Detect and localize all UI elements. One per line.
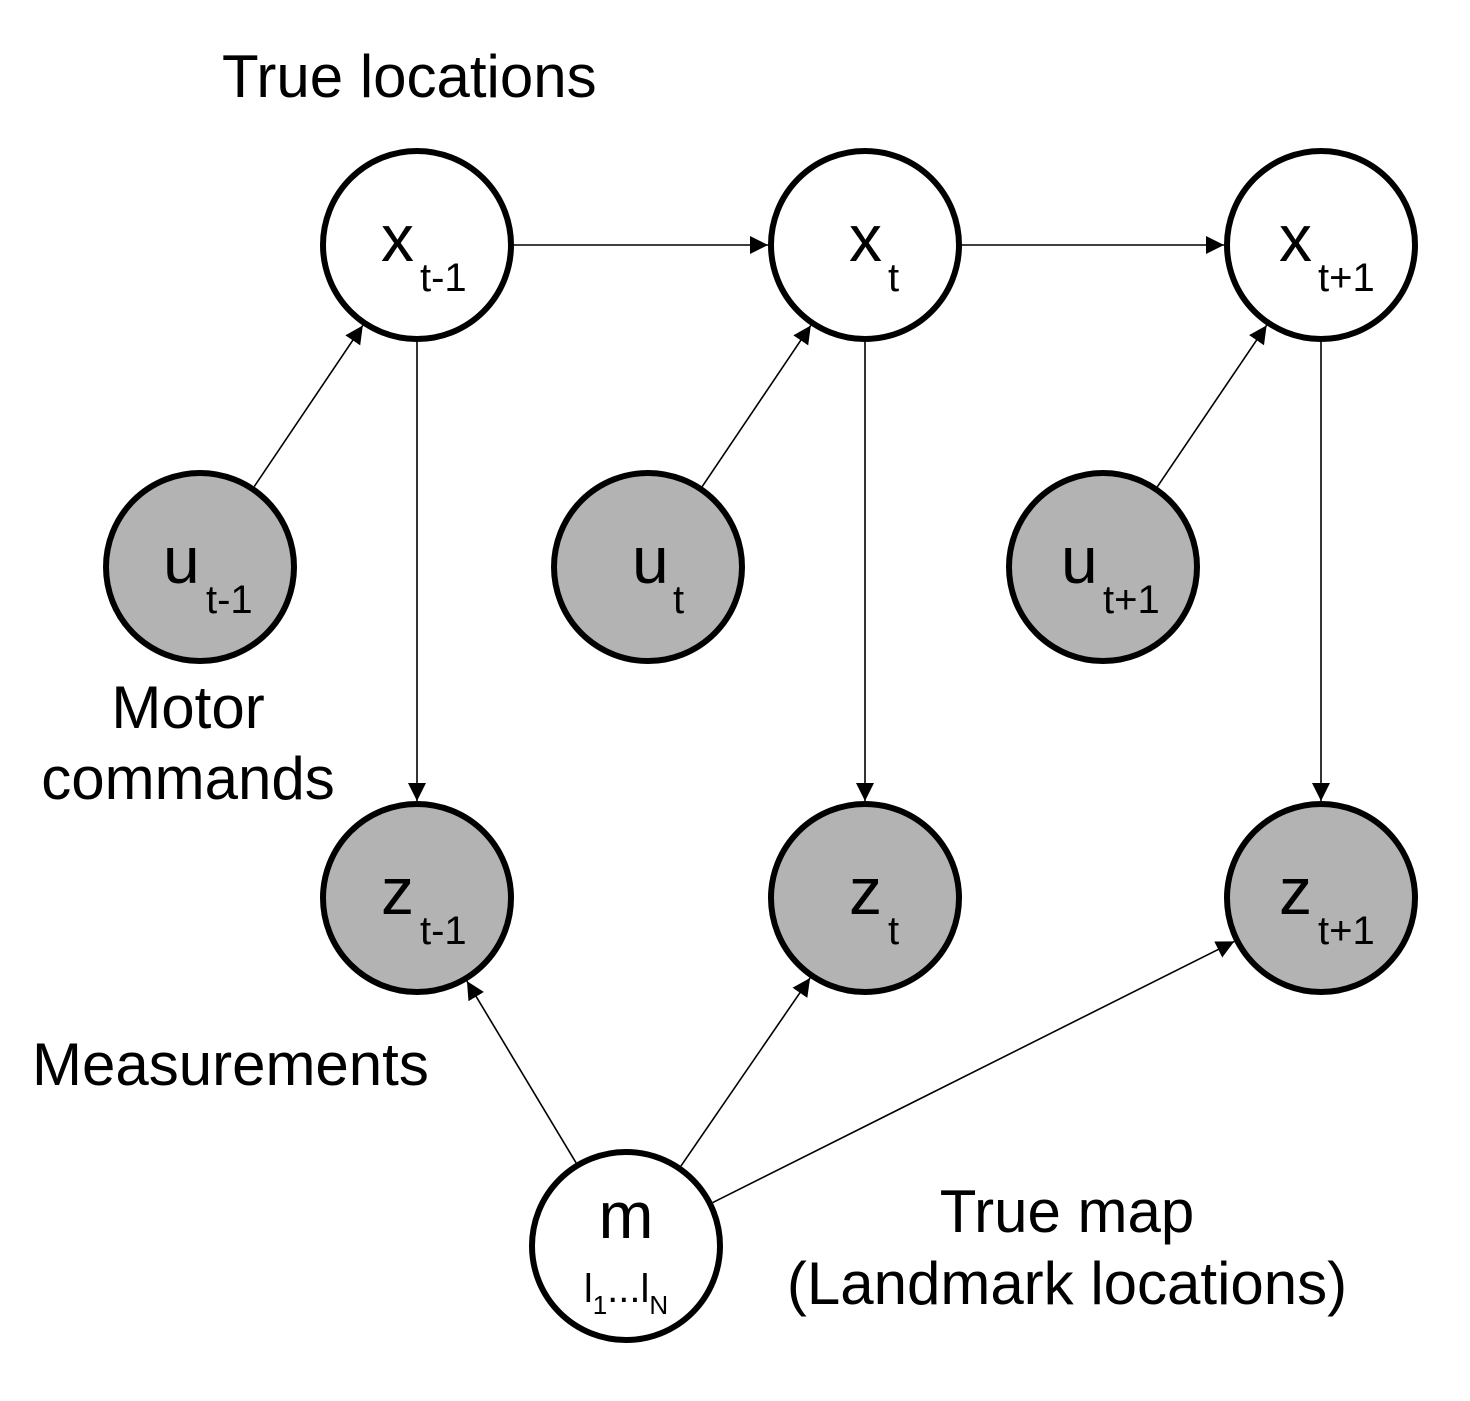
node-z-t-plus-1-symbol: z — [1279, 854, 1312, 928]
node-x-t-symbol: x — [849, 201, 882, 275]
true-locations-label: True locations — [222, 43, 597, 110]
node-u-t-subscript: t — [673, 578, 684, 622]
node-m-symbol: m — [599, 1178, 654, 1252]
node-labels: x t-1 x t x t+1 u t-1 u t u t+1 z t-1 z … — [163, 201, 1375, 1320]
edge-m-to-z_curr — [680, 977, 811, 1167]
nodes — [103, 148, 1418, 1343]
node-m-subscript: l1...lN — [584, 1267, 668, 1320]
node-u-t — [551, 470, 745, 664]
node-m — [529, 1149, 723, 1343]
node-x-t-plus-1-subscript: t+1 — [1318, 256, 1375, 300]
edge-m-to-z_next — [712, 940, 1235, 1204]
edges — [253, 236, 1330, 1204]
node-u-t-minus-1-symbol: u — [163, 523, 200, 597]
node-x-t-plus-1 — [1224, 148, 1418, 342]
node-u-t-minus-1 — [103, 470, 297, 664]
node-u-t-plus-1-subscript: t+1 — [1103, 578, 1160, 622]
node-z-t-minus-1-subscript: t-1 — [420, 909, 467, 953]
node-u-t-plus-1 — [1006, 470, 1200, 664]
node-z-t-minus-1-symbol: z — [381, 854, 414, 928]
group-labels: True locations Motor commands Measuremen… — [32, 43, 1347, 1317]
node-z-t-subscript: t — [888, 909, 899, 953]
node-u-t-minus-1-subscript: t-1 — [206, 578, 253, 622]
edge-u_next-to-x_next — [1156, 324, 1268, 488]
true-map-label-line2: (Landmark locations) — [787, 1250, 1347, 1317]
node-x-t-minus-1-symbol: x — [381, 201, 414, 275]
node-x-t — [768, 148, 962, 342]
node-x-t-plus-1-symbol: x — [1279, 201, 1312, 275]
measurements-label: Measurements — [32, 1031, 429, 1098]
edge-m-to-z_prev — [466, 980, 577, 1164]
true-map-label-line1: True map — [940, 1178, 1195, 1245]
node-u-t-symbol: u — [632, 523, 669, 597]
node-x-t-subscript: t — [888, 256, 899, 300]
node-z-t — [768, 801, 962, 995]
node-z-t-symbol: z — [849, 854, 882, 928]
edge-u_prev-to-x_prev — [253, 324, 364, 488]
node-x-t-minus-1 — [320, 148, 514, 342]
node-z-t-minus-1 — [320, 801, 514, 995]
motor-commands-label-line2: commands — [41, 745, 334, 812]
node-u-t-plus-1-symbol: u — [1061, 523, 1098, 597]
edge-u_curr-to-x_curr — [701, 324, 812, 488]
node-x-t-minus-1-subscript: t-1 — [420, 256, 467, 300]
node-z-t-plus-1-subscript: t+1 — [1318, 909, 1375, 953]
node-z-t-plus-1 — [1224, 801, 1418, 995]
motor-commands-label-line1: Motor — [111, 674, 264, 741]
